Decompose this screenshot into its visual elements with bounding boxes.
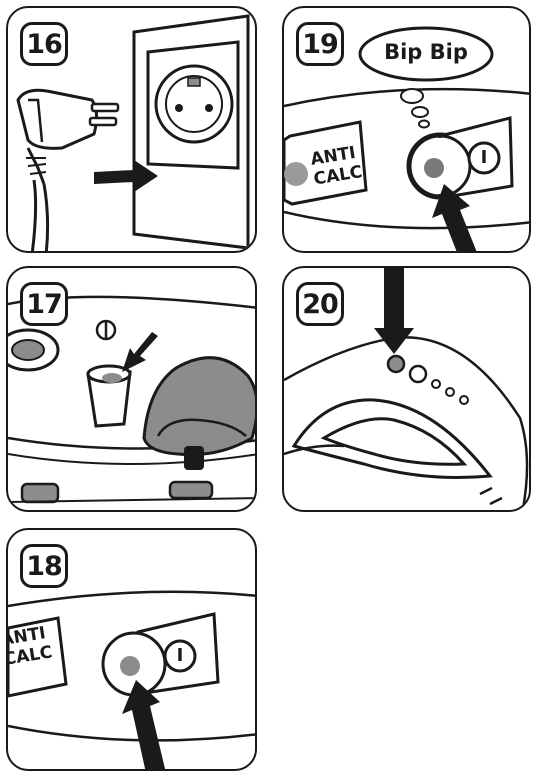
step-number: 19 — [296, 22, 344, 66]
step-18-panel: 18 ANTI CALC I — [6, 528, 257, 771]
step-17-panel: 17 — [6, 266, 257, 512]
step-20-panel: 20 — [282, 266, 531, 512]
step-number: 18 — [20, 544, 68, 588]
hose-icon — [144, 358, 257, 455]
step-number: 16 — [20, 22, 68, 66]
led-icon — [284, 162, 308, 186]
power-symbol: I — [172, 645, 188, 666]
led-icon — [424, 158, 444, 178]
wall-socket-icon — [134, 16, 248, 248]
arrow-down-left-icon — [122, 332, 158, 372]
step-19-panel: 19 Bip Bip ANTI CALC I — [282, 6, 531, 253]
led-icon — [120, 656, 140, 676]
anti-calc-label: ANTI CALC — [309, 142, 363, 189]
power-symbol: I — [476, 147, 492, 168]
step-number: 20 — [296, 282, 344, 326]
anti-calc-label: ANTI CALC — [6, 622, 57, 670]
descaling-cup-icon — [88, 366, 130, 426]
button-icon — [410, 366, 426, 382]
led-icon — [388, 356, 404, 372]
step-16-panel: 16 — [6, 6, 257, 253]
bubble-text: Bip Bip — [370, 40, 482, 64]
step-number: 17 — [20, 282, 68, 326]
